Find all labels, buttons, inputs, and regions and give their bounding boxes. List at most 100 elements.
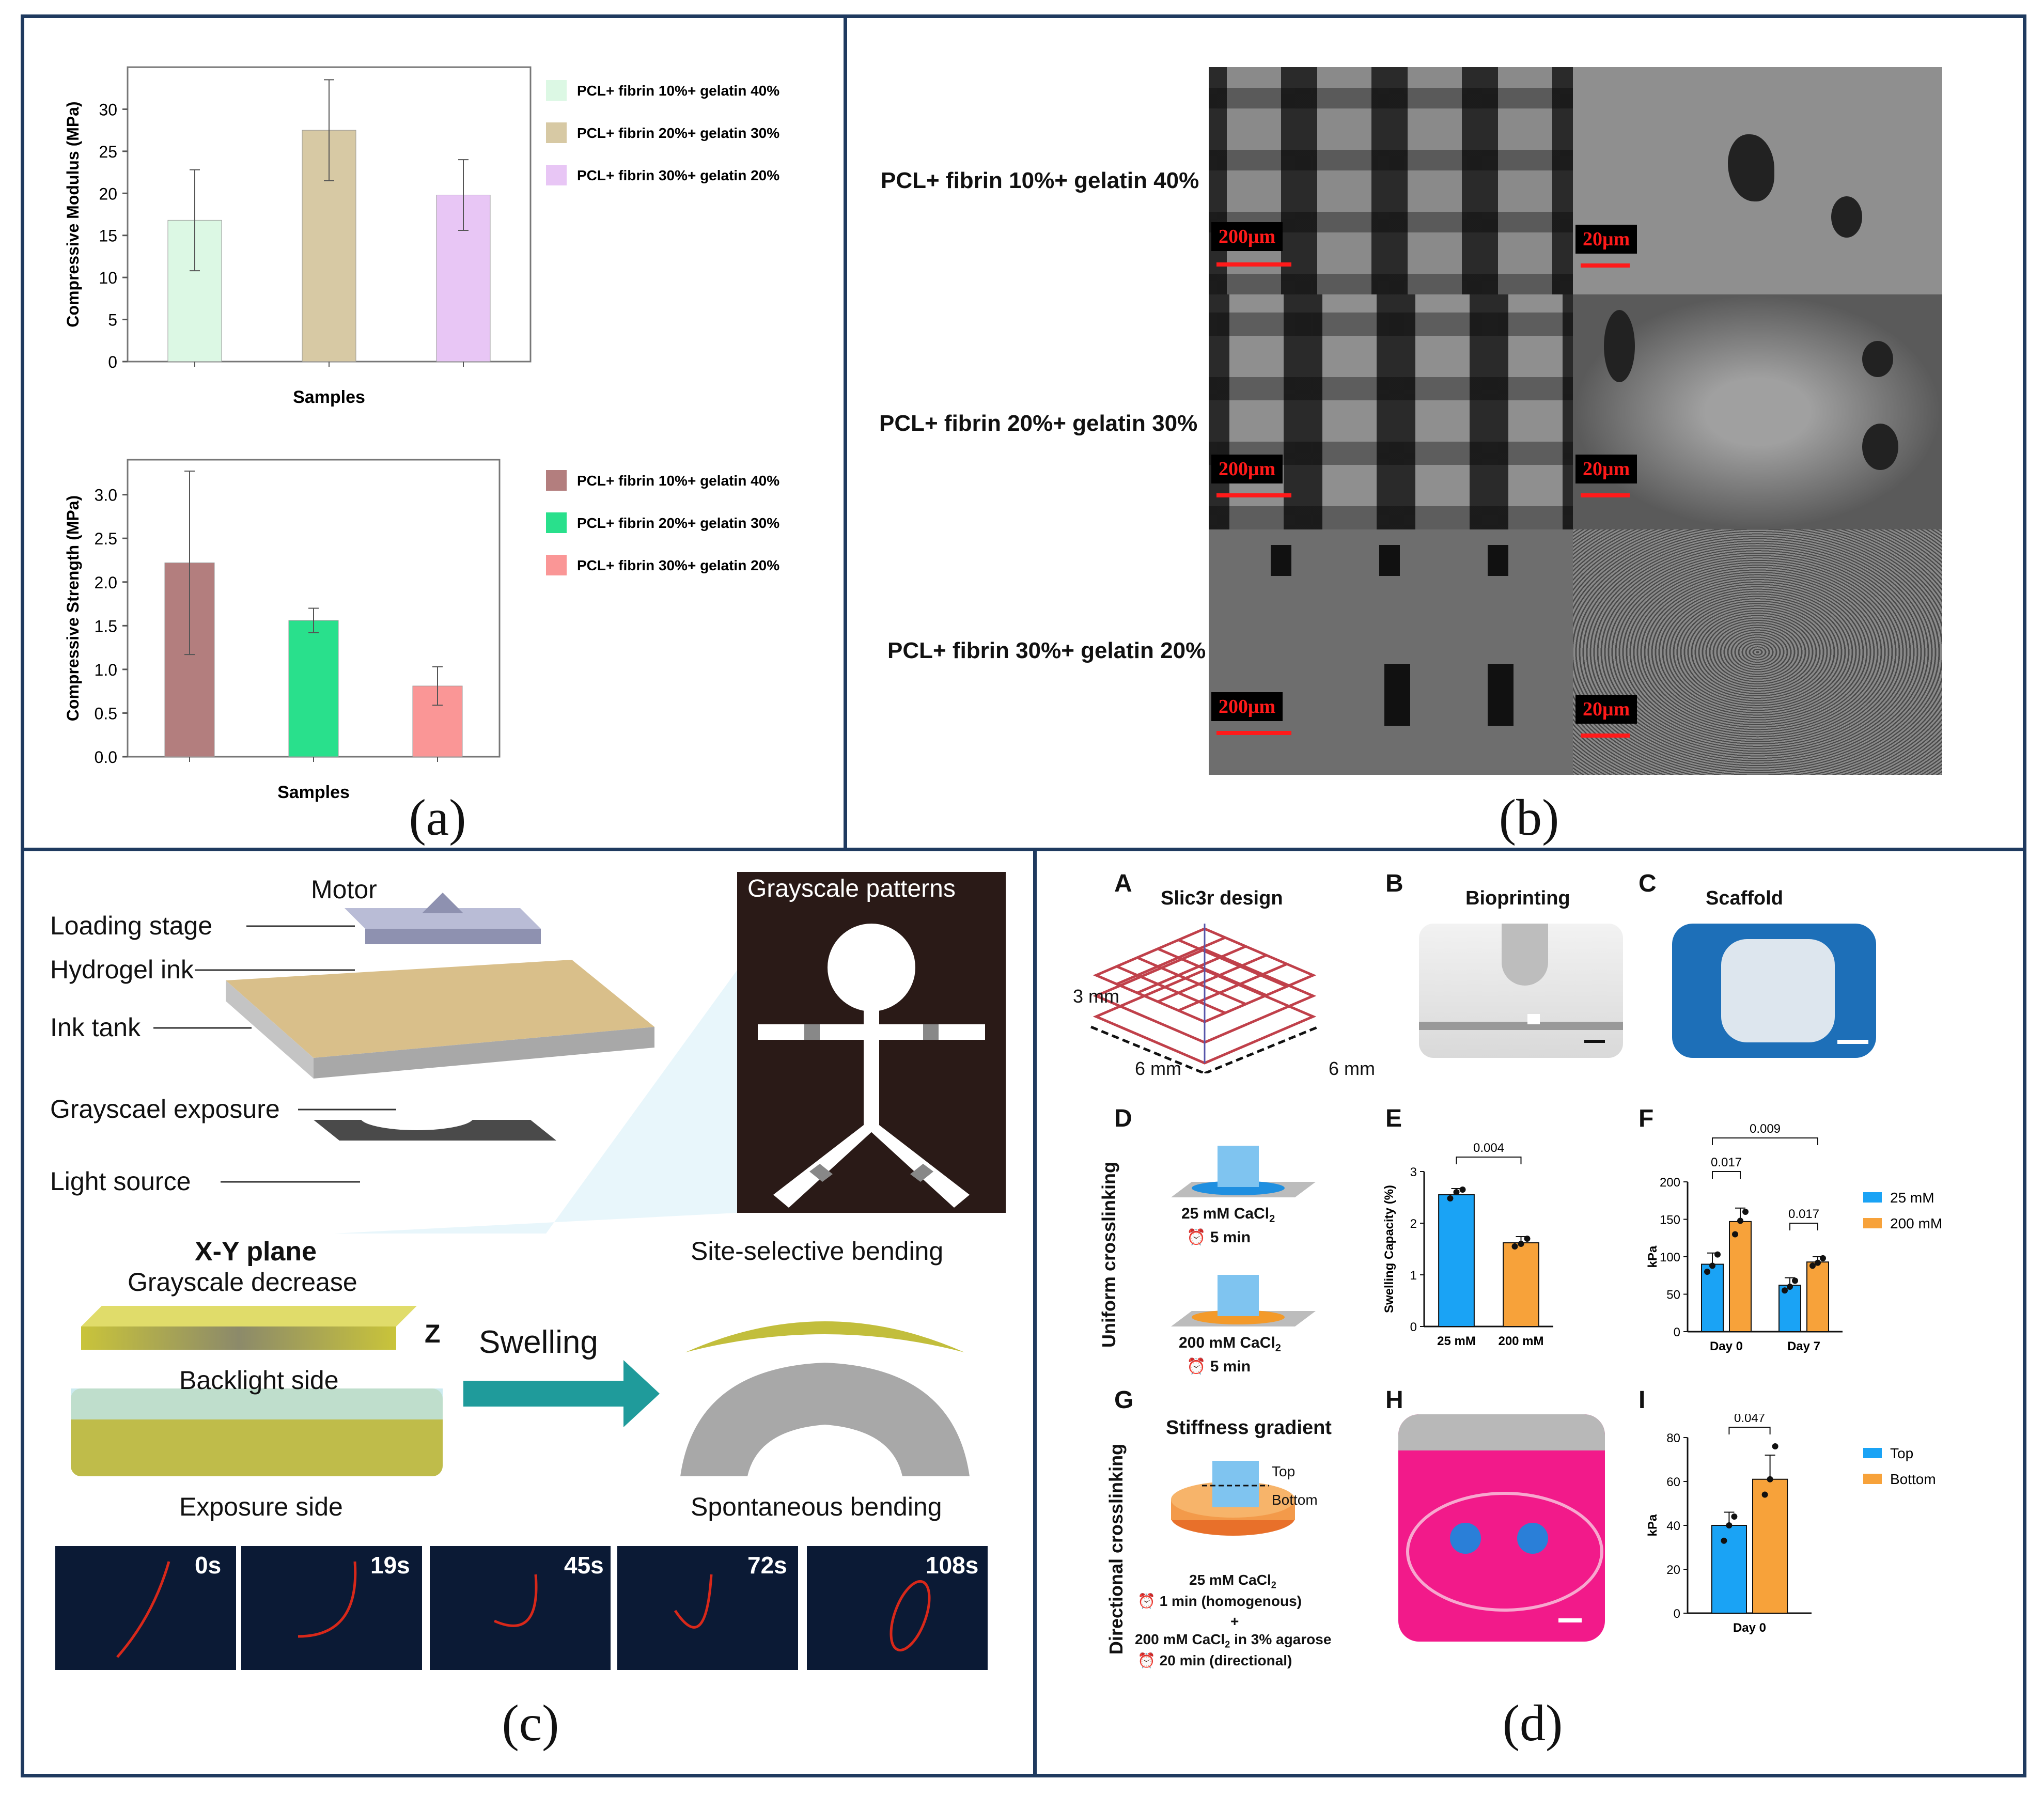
legend-swatch: [1863, 1192, 1882, 1203]
title-bioprinting: Bioprinting: [1465, 887, 1570, 909]
y-tick-label: 5: [108, 311, 117, 330]
timer-icon: ⏰: [1187, 1358, 1210, 1375]
data-point: [1453, 1189, 1460, 1195]
y-tick-label: 1: [1410, 1269, 1417, 1283]
sem-image-2-low: 200μm: [1209, 294, 1573, 529]
p-value-label: 0.017: [1788, 1207, 1819, 1221]
label-ink-tank: Ink tank: [50, 1013, 141, 1042]
letter-F: F: [1639, 1105, 1654, 1132]
label-grayscale-decrease: Grayscale decrease: [128, 1268, 357, 1297]
scale-bar: [1581, 733, 1630, 738]
row-label-3: PCL+ fibrin 30%+ gelatin 20%: [887, 638, 1206, 663]
label-light-source: Light source: [50, 1167, 191, 1196]
letter-D: D: [1114, 1105, 1132, 1132]
legend-swatch: [546, 80, 567, 101]
legend-label: 25 mM: [1890, 1190, 1934, 1206]
side-label-directional: Directional crosslinking: [1105, 1443, 1127, 1655]
sem-image-1-low: 200μm: [1209, 67, 1573, 294]
legend-label: Top: [1890, 1445, 1913, 1461]
legend-label: PCL+ fibrin 10%+ gelatin 40%: [577, 83, 779, 99]
y-tick-label: 50: [1666, 1288, 1680, 1302]
y-tick-label: 1.5: [95, 617, 117, 635]
bioprinting-photo: [1419, 924, 1623, 1058]
cond-200mm: 200 mM CaCl2: [1179, 1334, 1281, 1354]
legend-label: PCL+ fibrin 30%+ gelatin 20%: [577, 167, 779, 183]
cond-line1: 25 mM CaCl2: [1189, 1572, 1276, 1590]
legend-swatch: [546, 470, 567, 491]
legend-swatch: [546, 122, 567, 143]
scaffold-photo: [1672, 924, 1876, 1058]
x-tick-label: Day 0: [1733, 1621, 1766, 1635]
significance-bracket: [1728, 1427, 1771, 1434]
scale-bar: [1581, 263, 1630, 268]
y-tick-label: 0.0: [95, 748, 117, 767]
y-tick-label: 0: [1674, 1607, 1680, 1621]
letter-B: B: [1385, 870, 1403, 897]
sem-image-2-high: 20μm: [1573, 294, 1942, 529]
bioprinter-schematic: [55, 872, 1006, 1670]
dim-width-2: 6 mm: [1329, 1058, 1375, 1079]
label-xy-plane: X-Y plane: [195, 1237, 317, 1267]
scale-bar: [1216, 731, 1291, 735]
significance-bracket: [1712, 1171, 1741, 1179]
data-point: [1737, 1218, 1743, 1224]
title-scaffold: Scaffold: [1706, 887, 1783, 909]
legend-label: PCL+ fibrin 10%+ gelatin 40%: [577, 473, 779, 489]
label-backlight-side: Backlight side: [179, 1366, 339, 1395]
legend-swatch: [1863, 1218, 1882, 1228]
legend-label: PCL+ fibrin 20%+ gelatin 30%: [577, 515, 779, 531]
scale-label-20: 20μm: [1575, 225, 1637, 254]
data-point: [1820, 1255, 1826, 1261]
legend-swatch: [546, 512, 567, 533]
y-tick-label: 3: [1410, 1165, 1417, 1179]
data-point: [1731, 1513, 1738, 1520]
y-axis-label: kPa: [1646, 1514, 1660, 1536]
y-tick-label: 60: [1666, 1475, 1680, 1489]
data-point: [1518, 1241, 1524, 1247]
data-point: [1704, 1269, 1710, 1275]
time-5min-2: ⏰ 5 min: [1187, 1358, 1251, 1375]
significance-bracket: [1789, 1223, 1818, 1230]
legend-swatch: [546, 555, 567, 575]
y-tick-label: 0: [1674, 1325, 1680, 1339]
bar: [1438, 1194, 1475, 1327]
scale-bar: [1581, 493, 1630, 497]
bar: [1701, 1263, 1724, 1332]
sem-image-3-low: 200μm: [1209, 529, 1573, 775]
label-spontaneous-bending: Spontaneous bending: [691, 1492, 942, 1521]
cond-line3: 200 mM CaCl2 in 3% agarose: [1135, 1631, 1332, 1650]
data-point: [1524, 1236, 1531, 1242]
data-point: [1787, 1284, 1793, 1290]
cond-line4: ⏰ 20 min (directional): [1137, 1652, 1292, 1668]
legend-swatch: [546, 165, 567, 185]
label-hydrogel-ink: Hydrogel ink: [50, 955, 194, 984]
data-point: [1714, 1251, 1721, 1258]
data-point: [1761, 1491, 1768, 1498]
letter-I: I: [1639, 1386, 1646, 1414]
y-tick-label: 40: [1666, 1519, 1680, 1533]
bar: [1806, 1261, 1829, 1332]
letter-C: C: [1639, 870, 1657, 897]
bar: [288, 620, 339, 757]
label-grayscale-patterns: Grayscale patterns: [747, 875, 956, 902]
scale-bar: [1216, 493, 1291, 497]
frame-time-1: 19s: [370, 1552, 410, 1579]
data-point: [1459, 1187, 1466, 1193]
timer-icon: ⏰: [1187, 1229, 1210, 1246]
y-tick-label: 150: [1660, 1213, 1680, 1227]
scale-label-200: 200μm: [1211, 222, 1283, 251]
y-tick-label: 100: [1660, 1251, 1680, 1265]
label-bottom: Bottom: [1272, 1492, 1318, 1508]
cond-line2: ⏰ 1 min (homogenous): [1137, 1593, 1302, 1609]
data-point: [1772, 1443, 1778, 1449]
y-tick-label: 80: [1666, 1431, 1680, 1445]
panel-d-label: (d): [1502, 1694, 1563, 1752]
scale-label-200: 200μm: [1211, 692, 1283, 721]
x-axis-label: Samples: [277, 783, 350, 802]
legend-swatch: [1863, 1448, 1882, 1458]
data-point: [1709, 1262, 1715, 1269]
